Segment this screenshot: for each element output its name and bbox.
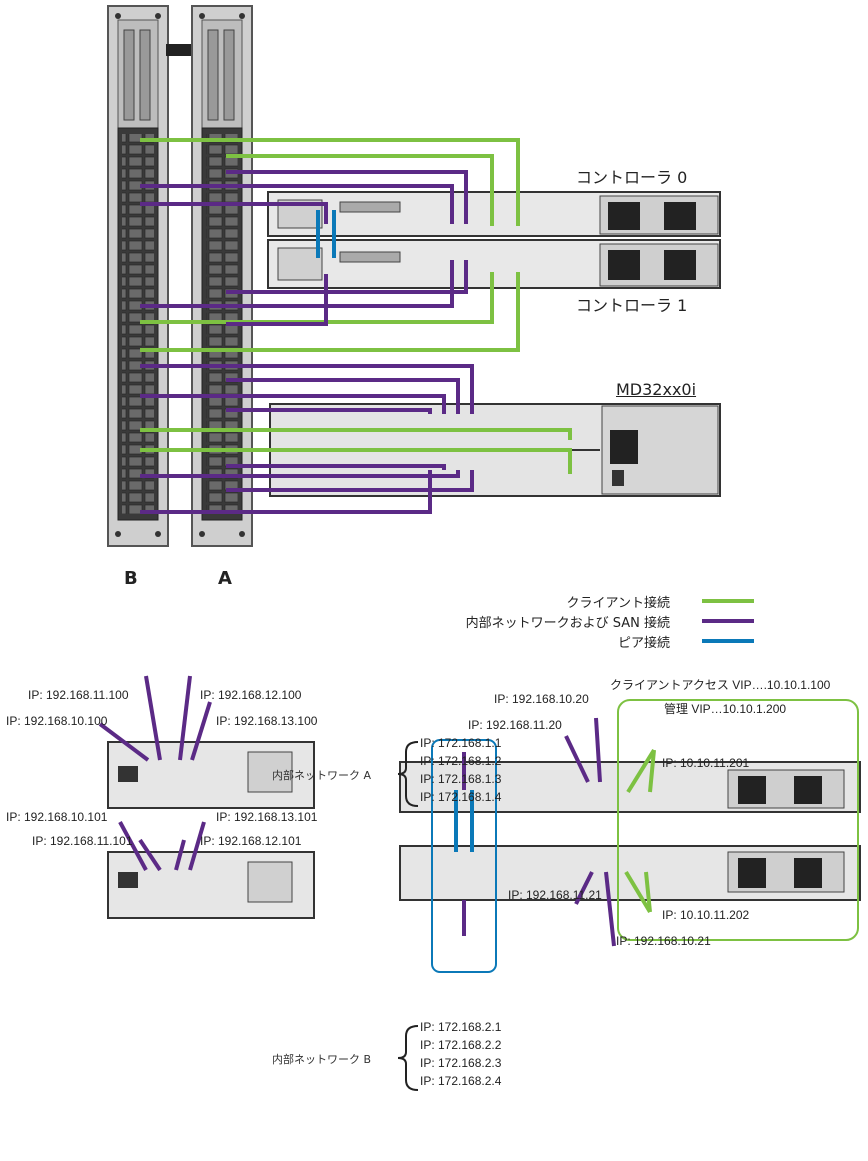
legend-client-swatch	[702, 599, 754, 603]
ip-192-168-13-101: IP: 192.168.13.101	[216, 810, 317, 824]
legend-peer-label: ピア接続	[618, 632, 670, 651]
switch-b-label: B	[124, 568, 138, 589]
ip-192-168-11-21: IP: 192.168.11.21	[508, 888, 602, 902]
legend-client-label: クライアント接続	[567, 592, 670, 611]
internal-a-ip-2: IP: 172.168.1.2	[420, 754, 501, 768]
management-vip: 管理 VIP…10.10.1.200	[664, 700, 786, 717]
ip-10-10-11-202: IP: 10.10.11.202	[662, 908, 749, 922]
controller-0-label: コントローラ 0	[576, 164, 687, 188]
legend-san-swatch	[702, 619, 754, 623]
ip-192-168-12-100: IP: 192.168.12.100	[200, 688, 301, 702]
legend-san-label: 内部ネットワークおよび SAN 接続	[466, 612, 670, 631]
switch-a-label: A	[218, 568, 232, 589]
internal-network-b-label: 内部ネットワーク B	[272, 1051, 371, 1067]
ip-10-10-11-201: IP: 10.10.11.201	[662, 756, 749, 770]
internal-b-ip-1: IP: 172.168.2.1	[420, 1020, 501, 1034]
ip-192-168-11-20: IP: 192.168.11.20	[468, 718, 562, 732]
client-access-vip: クライアントアクセス VIP….10.10.1.100	[610, 676, 830, 693]
ip-192-168-10-20: IP: 192.168.10.20	[494, 692, 589, 706]
ip-192-168-10-100: IP: 192.168.10.100	[6, 714, 107, 728]
controller-1-label: コントローラ 1	[576, 292, 687, 316]
ip-192-168-11-101: IP: 192.168.11.101	[32, 834, 133, 848]
internal-b-ip-2: IP: 172.168.2.2	[420, 1038, 501, 1052]
ip-192-168-11-100: IP: 192.168.11.100	[28, 688, 129, 702]
internal-b-ip-4: IP: 172.168.2.4	[420, 1074, 501, 1088]
legend-peer-swatch	[702, 639, 754, 643]
top-wiring-diagram	[0, 0, 868, 560]
ip-192-168-13-100: IP: 192.168.13.100	[216, 714, 317, 728]
internal-a-ip-1: IP: 172.168.1.1	[420, 736, 501, 750]
ip-192-168-12-101: IP: 192.168.12.101	[200, 834, 301, 848]
internal-b-ip-3: IP: 172.168.2.3	[420, 1056, 501, 1070]
internal-a-ip-4: IP: 172.168.1.4	[420, 790, 501, 804]
internal-network-a-label: 内部ネットワーク A	[272, 767, 371, 783]
ip-192-168-10-101: IP: 192.168.10.101	[6, 810, 107, 824]
internal-a-ip-3: IP: 172.168.1.3	[420, 772, 501, 786]
ip-192-168-10-21: IP: 192.168.10.21	[616, 934, 711, 948]
storage-label: MD32xx0i	[616, 380, 696, 399]
